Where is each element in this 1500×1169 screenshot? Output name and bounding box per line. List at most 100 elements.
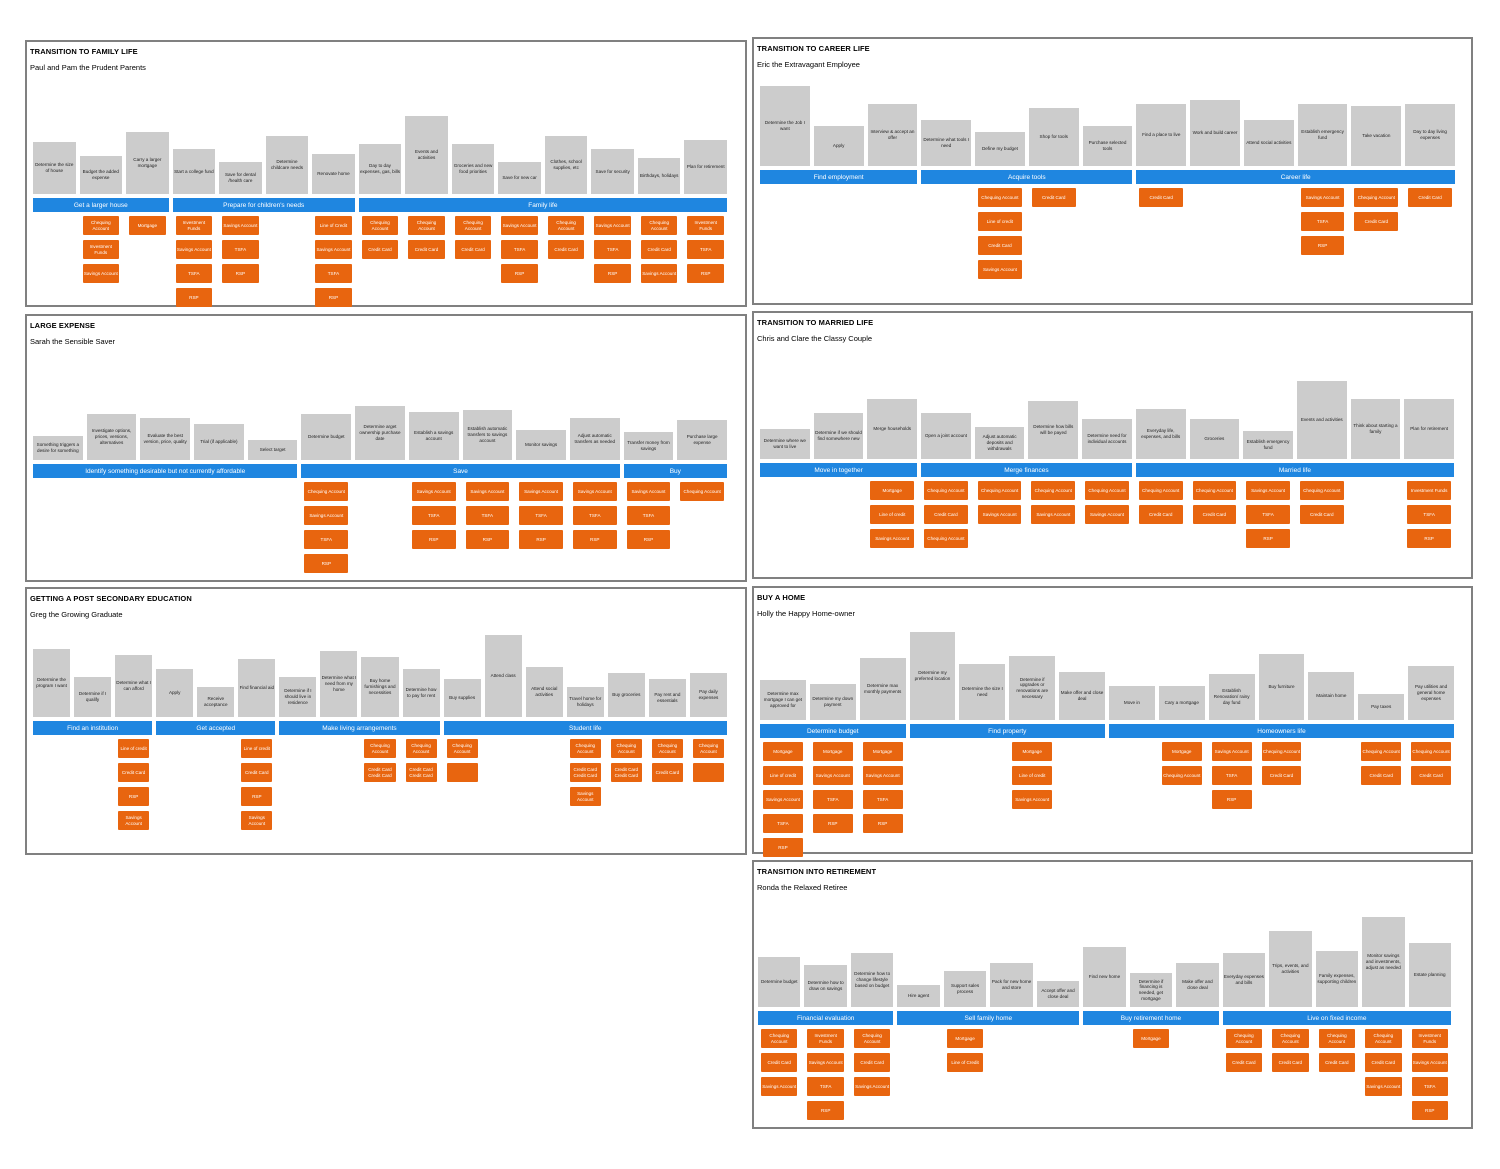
product-card: RSP bbox=[465, 530, 510, 549]
product-card: Investment Funds bbox=[1411, 1029, 1448, 1048]
product-card bbox=[446, 763, 478, 782]
product-card: Chequing Account bbox=[1411, 742, 1451, 761]
product-card: Mortgage bbox=[129, 216, 166, 235]
product-card: Savings Account bbox=[82, 264, 120, 283]
phase-bar: Financial evaluation bbox=[758, 1011, 894, 1025]
product-card: Savings Account bbox=[640, 264, 678, 283]
journey-step: Pay utilities and general home expenses bbox=[1408, 666, 1454, 720]
journey-step: Determine how to change lifestyle based … bbox=[850, 953, 894, 1007]
journey-step: Renovate home bbox=[312, 154, 355, 194]
product-card: Line of Credit bbox=[946, 1053, 984, 1072]
product-card: TSFA bbox=[763, 814, 803, 833]
phase-bar: Make living arrangements bbox=[279, 721, 440, 735]
journey-step: Buy home furnishings and necessities bbox=[361, 657, 399, 717]
product-card: Chequing Account bbox=[454, 216, 492, 235]
product-card: Savings Account bbox=[304, 506, 349, 525]
product-card: Credit Card bbox=[640, 240, 678, 259]
journey-step: Think about starting a family bbox=[1350, 399, 1401, 459]
product-card: Chequing Account bbox=[610, 739, 642, 758]
product-card: Savings Account bbox=[1031, 505, 1076, 524]
product-card: Savings Account bbox=[465, 482, 510, 501]
journey-step: Day to day expenses, gas, bills bbox=[358, 144, 402, 194]
journey-step: Purchase large expense bbox=[677, 420, 727, 460]
journey-step: Shop for tools bbox=[1028, 108, 1079, 166]
panel-title: TRANSITION TO MARRIED LIFE bbox=[757, 318, 874, 327]
product-card: Investment Funds bbox=[807, 1029, 844, 1048]
product-card: Chequing Account bbox=[1192, 481, 1237, 500]
product-card: TSFA bbox=[1300, 212, 1345, 231]
panel-retire: TRANSITION INTO RETIREMENT Ronda the Rela… bbox=[752, 860, 1473, 1129]
journey-step: Events and activities bbox=[1296, 381, 1347, 459]
product-card: Line of credit bbox=[118, 739, 150, 758]
journey-step: Save for security bbox=[591, 149, 634, 194]
phase-bar: Live on fixed income bbox=[1222, 1011, 1451, 1025]
product-card: Credit Card bbox=[1299, 505, 1344, 524]
panel-subtitle: Holly the Happy Home-owner bbox=[757, 609, 855, 618]
panel-title: TRANSITION INTO RETIREMENT bbox=[757, 867, 877, 876]
journey-step: Find a place to live bbox=[1136, 104, 1187, 166]
product-card: TSFA bbox=[1411, 1077, 1448, 1096]
product-card: Chequing Account bbox=[1261, 742, 1302, 761]
journey-step: Establish emergency fund bbox=[1297, 104, 1348, 166]
journey-step: Determine max mortgage I can get approve… bbox=[760, 680, 806, 720]
journey-step: Attend class bbox=[484, 635, 522, 717]
journey-step: Establish a savings account bbox=[408, 412, 459, 460]
product-card: TSFA bbox=[572, 506, 617, 525]
journey-step: Determine my preferred location bbox=[909, 632, 956, 720]
product-card: Chequing Account bbox=[547, 216, 585, 235]
phase-bar: Buy bbox=[623, 464, 727, 478]
product-card: TSFA bbox=[1246, 505, 1290, 524]
journey-step: Determine budget bbox=[758, 957, 801, 1007]
journey-step: Budget the added expense bbox=[79, 156, 123, 194]
product-card: TSFA bbox=[519, 506, 563, 525]
product-card: Chequing Account bbox=[1272, 1029, 1309, 1048]
journey-step: Determine how bills will be payed bbox=[1028, 401, 1079, 459]
product-card: TSFA bbox=[1407, 505, 1451, 524]
product-card: Line of Credit bbox=[315, 216, 352, 235]
product-card: RSP bbox=[519, 530, 563, 549]
journey-step: Determine how to pay for rent bbox=[402, 669, 440, 717]
journey-step: Determine if upgrades or renovations are… bbox=[1009, 656, 1056, 720]
product-card: Mortgage bbox=[812, 742, 853, 761]
journey-step: Determine if financing is needed, get mo… bbox=[1129, 973, 1173, 1007]
product-card: RSP bbox=[315, 288, 352, 307]
phase-bar: Buy retirement home bbox=[1083, 1011, 1219, 1025]
product-card: RSP bbox=[118, 787, 150, 806]
product-card: Savings Account bbox=[812, 766, 853, 785]
product-card: Savings Account bbox=[1211, 742, 1252, 761]
product-card: TSFA bbox=[411, 506, 456, 525]
product-card: RSP bbox=[763, 838, 803, 857]
product-card: Chequing Account bbox=[1354, 188, 1399, 207]
product-card: Savings Account bbox=[1085, 505, 1129, 524]
journey-step: Travel home for holidays bbox=[566, 687, 604, 717]
journey-step: Determine max monthly payments bbox=[859, 658, 906, 720]
product-card: Mortgage bbox=[1132, 1029, 1170, 1048]
panel-subtitle: Ronda the Relaxed Retiree bbox=[757, 883, 848, 892]
journey-step: Determine the program I want bbox=[33, 649, 71, 717]
product-card: Credit Card bbox=[1365, 1053, 1402, 1072]
product-card: Savings Account bbox=[807, 1053, 844, 1072]
journey-step: Buy groceries bbox=[607, 673, 645, 717]
journey-step: Make offer and close deal bbox=[1176, 963, 1219, 1007]
product-card: Credit Card bbox=[1354, 212, 1399, 231]
product-card: Credit Card bbox=[241, 763, 273, 782]
product-card: Chequing Account bbox=[1361, 742, 1402, 761]
journey-step: Work and build career bbox=[1190, 100, 1240, 166]
product-card: Savings Account bbox=[222, 216, 259, 235]
journey-step: Groceries and new food priorities bbox=[451, 144, 495, 194]
product-card: Chequing Account bbox=[680, 482, 724, 501]
product-card: Credit Card bbox=[1192, 505, 1237, 524]
journey-step: Support sales process bbox=[943, 971, 987, 1007]
product-card: RSP bbox=[1211, 790, 1252, 809]
product-card: Credit Card bbox=[761, 1053, 798, 1072]
product-card: Credit Card Credit Card bbox=[364, 763, 396, 782]
journey-step: Purchase selected tools bbox=[1082, 126, 1133, 166]
product-card: Investment Funds bbox=[687, 216, 724, 235]
product-card: Credit Card bbox=[408, 240, 445, 259]
product-card: Credit Card bbox=[1361, 766, 1402, 785]
